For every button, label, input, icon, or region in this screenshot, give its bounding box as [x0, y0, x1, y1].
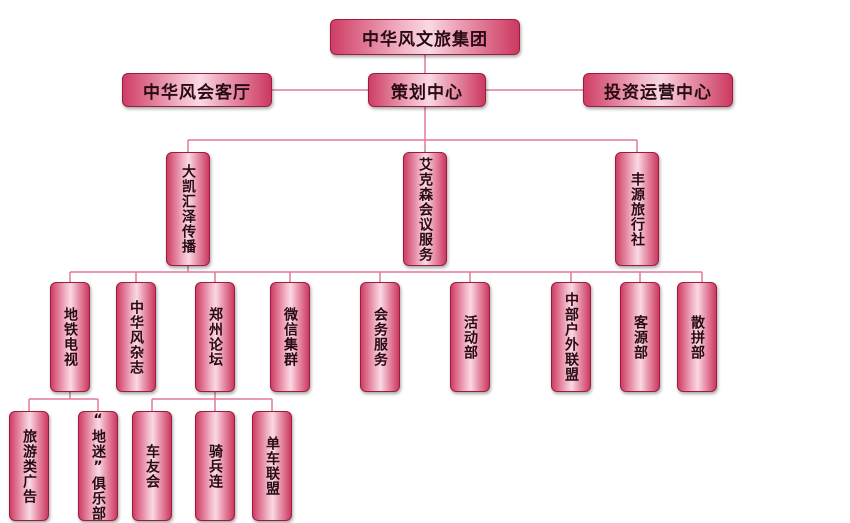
node-metro-club: “地迷”俱乐部	[78, 411, 118, 521]
node-sanpin: 散拼部	[677, 282, 717, 392]
node-planning: 策划中心	[368, 73, 486, 107]
node-bike-league: 单车联盟	[252, 411, 292, 521]
node-wechat: 微信集群	[270, 282, 310, 392]
node-fengyuan: 丰源旅行社	[615, 152, 659, 266]
node-metro-tv: 地铁电视	[50, 282, 90, 392]
node-group: 中华风文旅集团	[330, 19, 520, 55]
node-forum: 郑州论坛	[195, 282, 235, 392]
node-events: 活动部	[450, 282, 490, 392]
node-travel-ads: 旅游类广告	[9, 411, 49, 521]
node-customer: 客源部	[620, 282, 660, 392]
node-aike: 艾克森会议服务	[403, 152, 447, 266]
node-magazine: 中华风杂志	[116, 282, 156, 392]
node-car-club: 车友会	[132, 411, 172, 521]
node-dakai: 大凯汇泽传播	[166, 152, 210, 266]
node-cavalry: 骑兵连	[195, 411, 235, 521]
node-investment: 投资运营中心	[583, 73, 733, 107]
node-conference: 会务服务	[360, 282, 400, 392]
node-outdoor: 中部户外联盟	[551, 282, 591, 392]
connector-lines	[28, 55, 703, 411]
node-parlor: 中华风会客厅	[122, 73, 272, 107]
